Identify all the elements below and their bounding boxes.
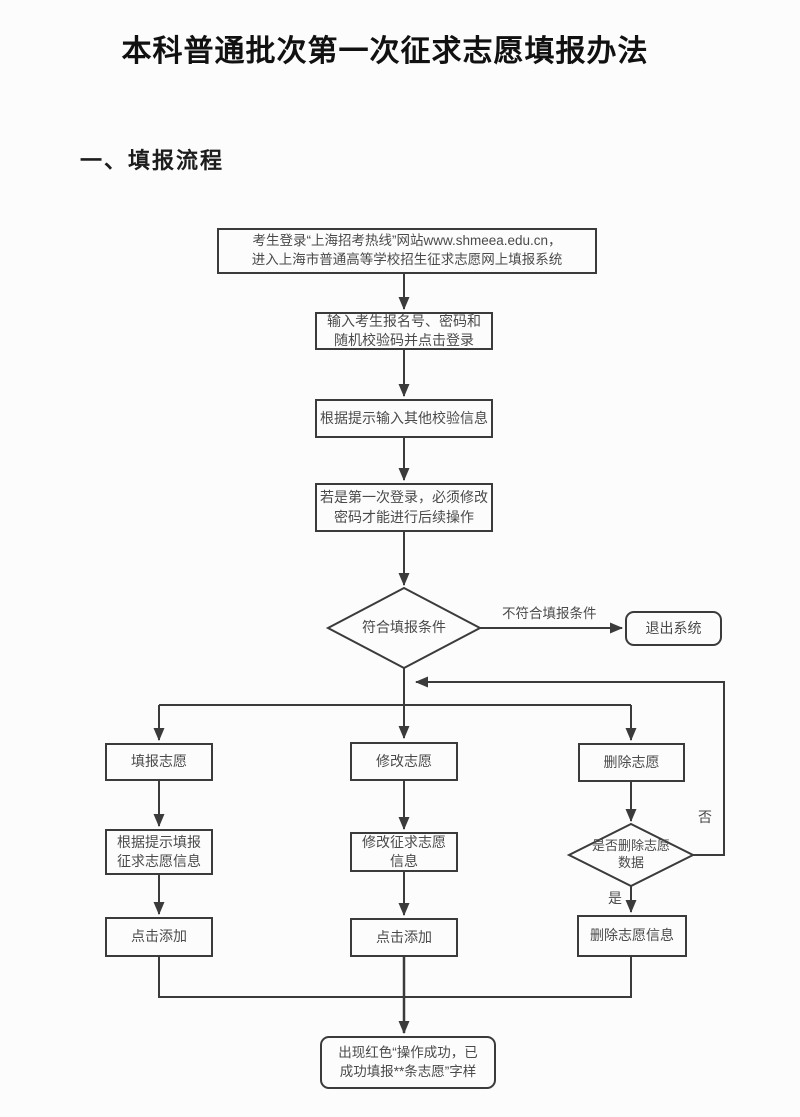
flow-node-delete-volunteer: 删除志愿 xyxy=(578,743,685,782)
flow-node-fill-volunteer: 填报志愿 xyxy=(105,743,213,781)
edge-label-not-qualified: 不符合填报条件 xyxy=(502,606,597,621)
edge-left-join xyxy=(158,957,404,998)
edge-no-feedback-loop xyxy=(415,676,725,856)
decision-qualify-label: 符合填报条件 xyxy=(362,619,446,636)
flow-node-other-verification: 根据提示输入其他校验信息 xyxy=(315,399,493,438)
flow-node-login: 考生登录“上海招考热线”网站www.shmeea.edu.cn， 进入上海市普通… xyxy=(217,228,597,274)
edge-right-join xyxy=(404,957,632,998)
flow-node-first-login: 若是第一次登录，必须修改 密码才能进行后续操作 xyxy=(315,483,493,532)
decision-shapes xyxy=(325,586,696,888)
decision-qualify-diamond xyxy=(325,586,483,670)
flow-node-modify-click-add: 点击添加 xyxy=(350,918,458,957)
page-title: 本科普通批次第一次征求志愿填报办法 xyxy=(121,35,649,68)
flow-node-modify-info: 修改征求志愿 信息 xyxy=(350,832,458,872)
decision-delete-diamond xyxy=(566,822,696,888)
section-heading: 一、填报流程 xyxy=(80,148,225,173)
decision-delete-label: 是否删除志愿 数据 xyxy=(591,838,670,870)
flow-node-modify-volunteer: 修改志愿 xyxy=(350,742,458,781)
flow-node-success: 出现红色“操作成功，已 成功填报**条志愿”字样 xyxy=(320,1036,496,1089)
flow-node-delete-info: 删除志愿信息 xyxy=(577,915,687,957)
flow-node-fill-click-add: 点击添加 xyxy=(105,917,213,957)
flow-node-fill-info: 根据提示填报 征求志愿信息 xyxy=(105,829,213,875)
edge-label-no: 否 xyxy=(698,809,712,825)
edge-label-yes: 是 xyxy=(608,890,622,906)
flow-node-enter-credentials: 输入考生报名号、密码和 随机校验码并点击登录 xyxy=(315,312,493,350)
flow-node-exit-system: 退出系统 xyxy=(625,611,722,646)
connector-lines xyxy=(153,274,725,1034)
